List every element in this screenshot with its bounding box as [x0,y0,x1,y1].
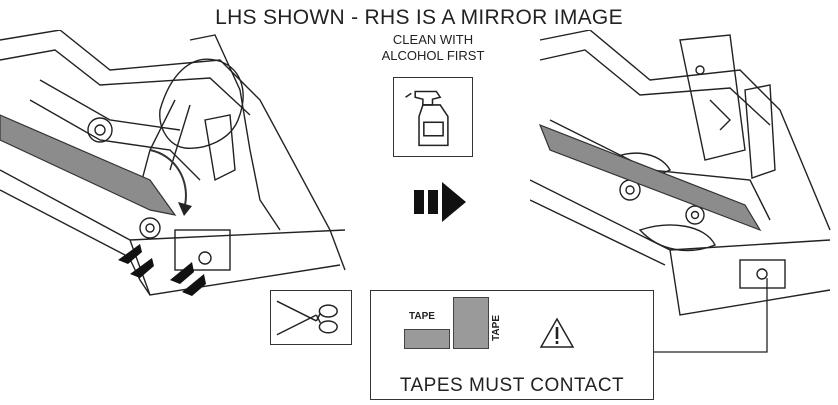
clean-instruction-line-2: ALCOHOL FIRST [381,48,485,63]
tape-label-short: TAPE [409,311,435,322]
tape-contact-panel: TAPE TAPE TAPES MUST CONTACT [370,290,654,400]
tape-tall-block [453,297,489,349]
warning-icon [539,317,575,348]
spray-bottle-icon [405,90,449,147]
right-assembly-illustration [530,30,831,316]
clean-instruction-line-1: CLEAN WITH [392,32,474,47]
tapes-must-contact-caption: TAPES MUST CONTACT [399,375,625,396]
scissors-icon [276,300,338,336]
next-step-arrow-icon [414,182,466,222]
scissors-panel [270,290,352,345]
diagram-title: LHS SHOWN - RHS IS A MIRROR IMAGE [215,6,623,29]
tape-label-tall: TAPE [491,315,502,341]
clean-instruction: CLEAN WITH ALCOHOL FIRST [358,32,508,64]
tape-short-block [404,329,450,349]
spray-bottle-panel [393,77,473,157]
left-assembly-illustration [0,30,346,296]
